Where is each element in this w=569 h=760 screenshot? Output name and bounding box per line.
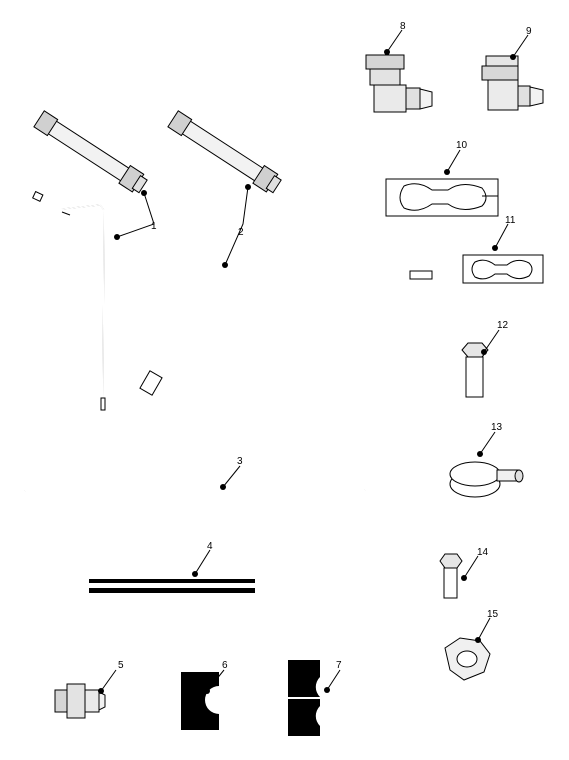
part-4-strip [89,579,255,593]
callout-8: 8 [400,21,406,32]
callout-13: 13 [491,422,503,433]
callout-9: 9 [526,26,532,37]
callout-6: 6 [222,660,228,671]
part-3-tube [24,482,366,498]
callout-3: 3 [237,456,243,467]
part-13-hose-clamp [449,461,524,498]
part-1-hose [33,110,148,194]
part-10-clamp-plate [385,178,499,217]
callout-15: 15 [487,609,499,620]
part-6-clamp-half [181,672,219,730]
callout-4: 4 [207,541,213,552]
part-2-hose [167,110,282,194]
part-7-clamp-pair [288,660,320,736]
callout-14: 14 [477,547,489,558]
callout-7: 7 [336,660,342,671]
part-15-nut [444,637,491,681]
part-5-fitting [54,683,106,719]
callout-5: 5 [118,660,124,671]
callout-11: 11 [505,215,516,226]
part-2-tube [139,264,433,396]
callout-10: 10 [456,140,468,151]
callout-12: 12 [497,320,509,331]
callout-1: 1 [151,221,157,232]
part-9-elbow-fitting [481,55,544,111]
callout-2: 2 [238,227,244,238]
part-1-small-nut [32,190,44,202]
part-11-clamp-plate [462,254,544,284]
part-8-elbow-fitting [365,54,433,113]
part-1-tube [61,204,106,411]
part-14-bolt [439,553,463,599]
